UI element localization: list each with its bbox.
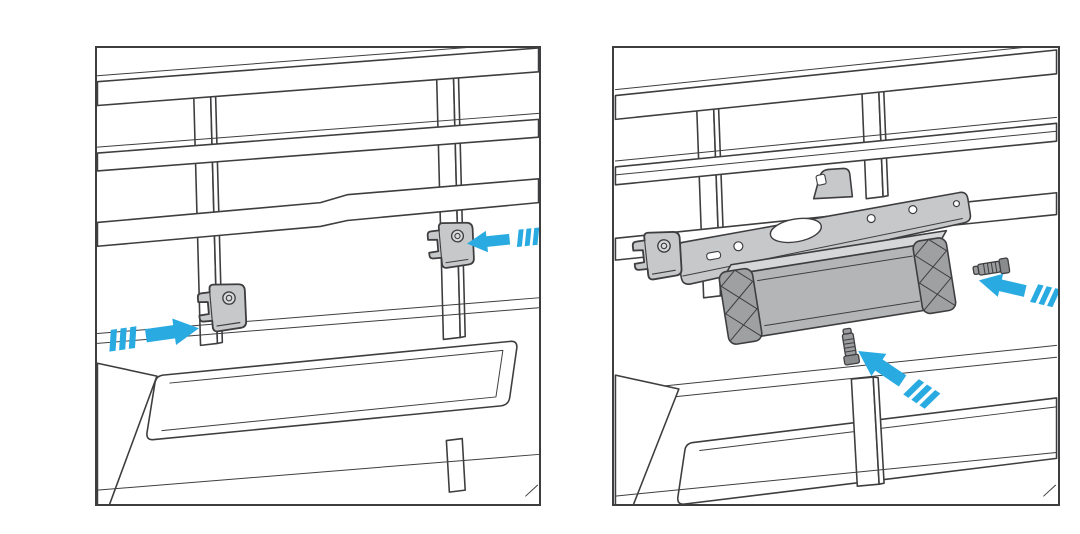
retaining-clip-right — [425, 219, 477, 271]
step-2-drawing — [614, 48, 1058, 504]
bumper-corner — [614, 374, 680, 504]
bottom-line — [614, 451, 1058, 497]
insert-arrow-left — [106, 315, 201, 355]
lower-grille-inset — [146, 340, 518, 441]
bottom-line — [97, 453, 539, 491]
lower-upright — [445, 437, 467, 493]
bracket-hole-2 — [866, 213, 876, 224]
lower-grille-inset-inner — [161, 349, 504, 432]
bracket-hole-4 — [952, 200, 961, 208]
slat-top — [614, 49, 1058, 121]
slat-second — [97, 118, 539, 172]
grille-slats — [97, 48, 539, 248]
insert-arrow-right — [465, 225, 539, 255]
panel-step-2 — [612, 46, 1060, 506]
lower-fascia — [97, 297, 539, 504]
sensor-module — [718, 229, 957, 345]
mounting-rail — [97, 178, 539, 248]
bracket-oval-slot — [769, 217, 823, 244]
slat-second-edge — [97, 112, 539, 148]
slat-second — [614, 122, 1058, 186]
bumper-corner — [97, 362, 158, 504]
corner-tick — [525, 484, 539, 497]
bolt-bottom — [838, 326, 861, 366]
fascia-line-1 — [614, 344, 1058, 392]
bracket-hole-3 — [908, 205, 918, 215]
panel-step-1 — [95, 46, 541, 506]
bracket-hook-notch — [815, 173, 827, 186]
slat-second-inner — [614, 130, 1058, 176]
lower-upright-side — [872, 376, 885, 485]
bracket-slot — [706, 250, 722, 261]
slat-top-edge — [614, 48, 1024, 91]
corner-tick — [1043, 484, 1057, 497]
step-1-drawing — [97, 48, 539, 504]
module-endcap-left-lattice — [720, 269, 762, 342]
fascia-line-2 — [614, 356, 1058, 404]
slat-top-edge — [97, 48, 468, 77]
slat-second-edge — [614, 116, 1058, 162]
bolt-right — [971, 257, 1011, 279]
module-ridges — [757, 255, 920, 327]
lower-fascia — [614, 344, 1058, 504]
module-endcap-right-lattice — [914, 238, 956, 311]
slat-top — [97, 48, 539, 107]
insert-arrow-right — [976, 268, 1058, 311]
bracket-hole-1 — [733, 241, 744, 252]
